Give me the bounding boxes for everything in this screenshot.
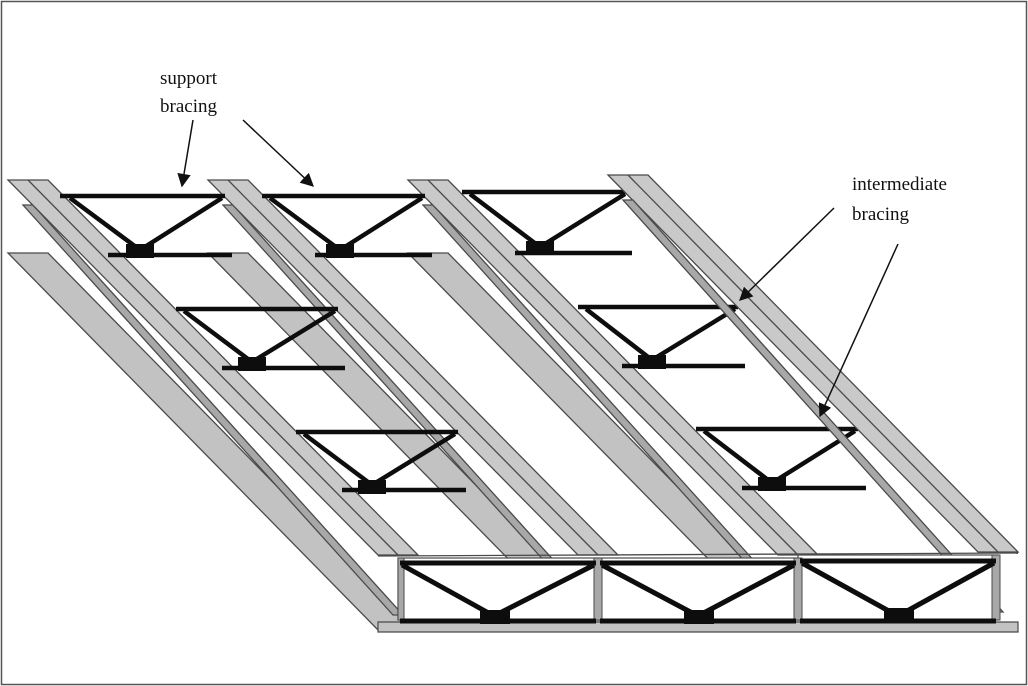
support-arrow-1 bbox=[177, 119, 194, 188]
intermediate-bracing-label-line1: intermediate bbox=[852, 174, 947, 195]
intermediate-bracing-label-line2: bracing bbox=[852, 204, 909, 225]
girder-3 bbox=[406, 179, 820, 631]
annotation-arrows bbox=[177, 119, 899, 418]
girder-4 bbox=[606, 174, 1020, 613]
support-arrow-2 bbox=[242, 119, 314, 187]
bracing-bay-1 bbox=[60, 193, 466, 494]
support-bracing-label-line2: bracing bbox=[160, 96, 217, 117]
intermediate-arrow-2 bbox=[818, 243, 899, 418]
support-bracing-label-line1: support bbox=[160, 68, 218, 89]
girder-1 bbox=[6, 179, 420, 631]
bracing-bay-2 bbox=[262, 193, 432, 258]
intermediate-arrow-1 bbox=[739, 207, 835, 301]
end-cross-frames bbox=[377, 552, 1019, 633]
